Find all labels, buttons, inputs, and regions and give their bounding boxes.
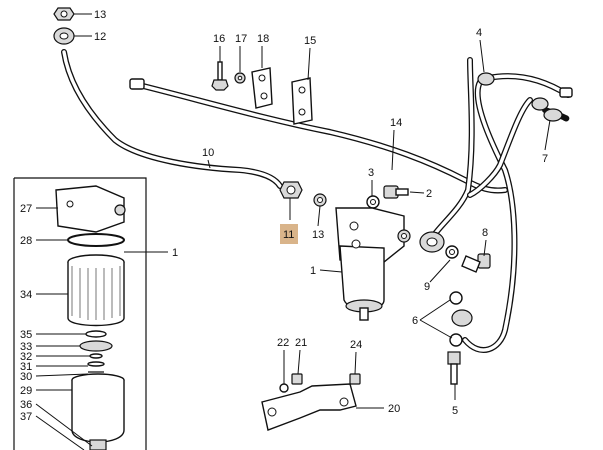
nut-13 [313, 193, 327, 207]
bowl-29 [71, 373, 125, 450]
callout-34: 34 [20, 289, 32, 301]
callout-22: 22 [277, 337, 289, 349]
callout-2: 2 [426, 188, 432, 200]
banjo-5 [447, 309, 473, 385]
callout-15: 15 [304, 35, 316, 47]
bracket-20 [261, 383, 357, 431]
callout-1-inset: 1 [172, 247, 178, 259]
callout-14: 14 [390, 117, 402, 129]
callout-13-top: 13 [94, 9, 106, 21]
callouts: 13 12 16 17 18 15 4 7 14 10 3 2 11 13 1 … [20, 9, 548, 423]
filter-assembly-1 [335, 207, 411, 321]
callout-20: 20 [388, 403, 400, 415]
washers-6 [449, 291, 463, 347]
callout-30: 30 [20, 371, 32, 383]
fuel-pipe-10 [61, 49, 283, 189]
callout-17: 17 [235, 33, 247, 45]
callout-33: 33 [20, 341, 32, 353]
clip-18 [251, 67, 273, 109]
fuel-pipes-4-7 [429, 57, 573, 353]
callout-24: 24 [350, 339, 362, 351]
bolt-2 [383, 185, 409, 199]
olive-12 [53, 27, 75, 45]
callout-16: 16 [213, 33, 225, 45]
callout-7: 7 [542, 153, 548, 165]
bolt-21 [291, 373, 303, 385]
nut-13-top [53, 7, 75, 21]
callout-37: 37 [20, 411, 32, 423]
washer-3 [366, 195, 380, 209]
callout-29: 29 [20, 385, 32, 397]
banjo-union [419, 231, 445, 253]
callout-6: 6 [412, 315, 418, 327]
callout-12: 12 [94, 31, 106, 43]
bolt-16 [211, 61, 229, 91]
washer-22 [279, 383, 289, 393]
washer-9 [445, 245, 459, 259]
callout-18: 18 [257, 33, 269, 45]
filter-head-27 [55, 185, 126, 233]
callout-3: 3 [368, 167, 374, 179]
callout-8: 8 [482, 227, 488, 239]
bolt-8 [461, 253, 491, 273]
callout-35: 35 [20, 329, 32, 341]
callout-11-highlight [280, 224, 298, 244]
adaptor-11 [279, 181, 303, 199]
callout-9: 9 [424, 281, 430, 293]
small-parts-30-35 [79, 330, 113, 377]
clip-15 [291, 77, 313, 125]
seal-28 [67, 233, 125, 247]
filter-inset [13, 177, 147, 450]
callout-21: 21 [295, 337, 307, 349]
callout-36: 36 [20, 399, 32, 411]
element-34 [67, 254, 125, 327]
washer-17 [234, 72, 246, 84]
callout-10: 10 [202, 147, 214, 159]
leader-lines [35, 13, 551, 450]
callout-31: 31 [20, 361, 32, 373]
callout-32: 32 [20, 351, 32, 363]
bolt-24 [349, 373, 361, 385]
callout-27: 27 [20, 203, 32, 215]
callout-11: 11 [283, 229, 294, 241]
callout-5: 5 [452, 405, 458, 417]
callout-28: 28 [20, 235, 32, 247]
callout-1-main: 1 [310, 265, 316, 277]
callout-13: 13 [312, 229, 324, 241]
fuel-pipe-14 [129, 78, 508, 194]
callout-4: 4 [476, 27, 482, 39]
